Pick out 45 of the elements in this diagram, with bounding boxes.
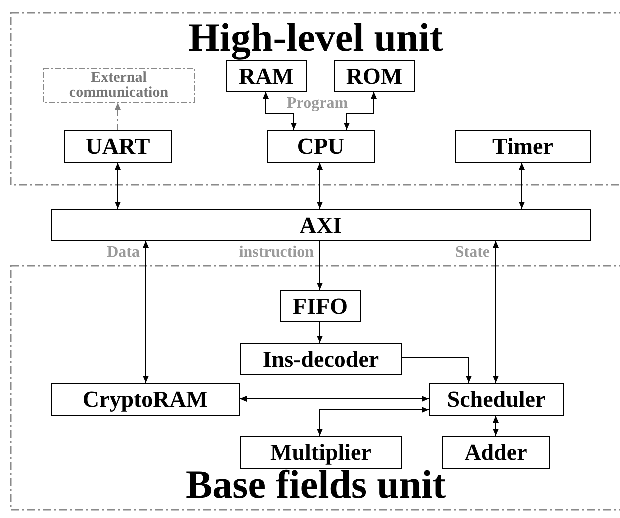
box-label: CryptoRAM [82, 388, 208, 411]
process-box [429, 383, 564, 416]
box-label: External communication [68, 70, 170, 100]
arrow [317, 322, 323, 344]
process-box [455, 130, 591, 163]
unit-title: Base fields unit [186, 465, 446, 505]
unit-region [10, 265, 620, 511]
box-label: Timer [492, 135, 554, 158]
arrow [263, 92, 297, 130]
process-box [240, 343, 402, 375]
box-label: Ins-decoder [262, 348, 380, 370]
arrow [115, 162, 121, 210]
dashed-box [43, 68, 195, 103]
box-label: Scheduler [447, 388, 546, 411]
box-label: CPU [297, 135, 345, 158]
arrow [493, 416, 499, 436]
process-box [267, 130, 375, 163]
unit-region [10, 12, 620, 186]
arrow [317, 407, 430, 436]
process-box [226, 60, 307, 92]
bus-label: Program [287, 96, 348, 112]
box-label: ROM [346, 64, 403, 88]
process-box [334, 60, 415, 92]
arrow [143, 240, 149, 384]
arrow [317, 240, 323, 290]
process-box [280, 290, 361, 322]
arrow [344, 92, 377, 130]
arrow [519, 162, 525, 210]
box-label: FIFO [293, 294, 348, 318]
box-label: AXI [300, 214, 342, 236]
box-label: UART [86, 135, 150, 158]
arrow [493, 240, 499, 384]
process-box [51, 209, 591, 241]
process-box [64, 130, 172, 163]
process-box [240, 436, 402, 469]
arrow [317, 162, 323, 210]
arrow [240, 396, 430, 402]
process-box [442, 436, 550, 469]
box-label: Adder [464, 441, 528, 464]
dashed-arrow [115, 102, 121, 130]
box-label: RAM [239, 64, 294, 88]
arrow [402, 358, 472, 384]
unit-title: High-level unit [188, 18, 444, 58]
box-label: Multiplier [270, 441, 372, 464]
process-box [51, 383, 240, 416]
